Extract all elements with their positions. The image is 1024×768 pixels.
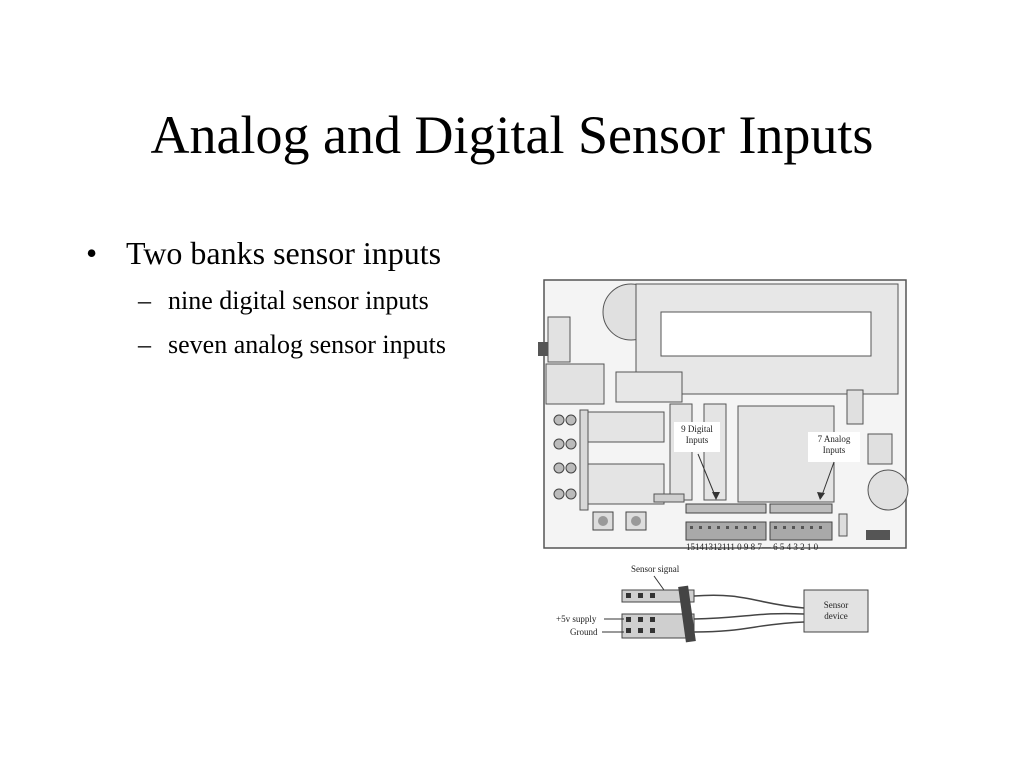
lcd-window <box>660 311 872 357</box>
push-button-2-cap <box>631 516 641 526</box>
left-block-lower <box>545 363 605 405</box>
digital-header-top <box>685 503 767 514</box>
sub-bullet-item: – seven analog sensor inputs <box>86 326 466 364</box>
bullet-text: Two banks sensor inputs <box>126 235 442 271</box>
chip-2 <box>587 463 665 505</box>
right-part <box>846 389 864 425</box>
left-strip <box>579 409 589 511</box>
led-column <box>553 414 577 500</box>
right-part-2 <box>867 433 893 465</box>
chip-1 <box>587 411 665 443</box>
analog-header-top <box>769 503 833 514</box>
sensor-device <box>803 589 869 633</box>
analog-label-line2: Inputs <box>823 445 846 455</box>
sensor-plug <box>678 585 696 643</box>
power-header <box>621 613 695 639</box>
bullet-dot: • <box>86 235 98 271</box>
signal-wire <box>693 594 805 609</box>
board-diagram-svg: 9 Digital Inputs 7 Analog Inputs 1514131… <box>538 279 909 643</box>
analog-header <box>769 521 833 541</box>
sub-bullet-dash: – <box>138 330 151 359</box>
power-connector <box>538 342 550 356</box>
left-block <box>547 316 571 363</box>
sensor-signal-label: Sensor signal <box>631 564 680 574</box>
lower-pins <box>626 593 655 633</box>
analog-arrow-head <box>817 492 825 500</box>
bullet-item: • Two banks sensor inputs <box>86 230 466 276</box>
digital-label-line2: Inputs <box>686 435 709 445</box>
ground-label: Ground <box>570 627 598 637</box>
sub-bullet-text: seven analog sensor inputs <box>168 330 447 359</box>
sub-bullet-dash: – <box>138 286 151 315</box>
sensor-signal-leader <box>653 575 665 591</box>
analog-label-line1: 7 Analog <box>818 434 851 444</box>
right-small-connector <box>838 513 848 537</box>
sub-bullet-text: nine digital sensor inputs <box>168 286 429 315</box>
analog-label-box <box>808 432 860 462</box>
digital-arrow <box>697 453 717 499</box>
analog-arrow <box>820 461 835 499</box>
sensor-device-line1: Sensor <box>824 600 849 610</box>
sensor-device-line2: device <box>824 611 847 621</box>
digital-header <box>685 521 767 541</box>
digital-label-box <box>674 422 720 452</box>
supply-wire <box>693 612 805 620</box>
corner-connector <box>866 530 890 540</box>
bullet-list: • Two banks sensor inputs – nine digital… <box>86 230 466 370</box>
digital-label-line1: 9 Digital <box>681 424 713 434</box>
supply-label: +5v supply <box>556 614 597 624</box>
digital-arrow-head <box>712 492 720 500</box>
right-circle <box>867 469 909 511</box>
ground-wire <box>693 621 805 633</box>
header-pins <box>690 526 822 529</box>
pin-numbers: 15141312111 0 9 8 7— 6 5 4 3 2 1 0 <box>686 542 819 552</box>
chip-base <box>653 493 685 503</box>
chip-slot <box>615 371 683 403</box>
slide-title: Analog and Digital Sensor Inputs <box>150 105 874 165</box>
sub-bullet-list: – nine digital sensor inputs – seven ana… <box>86 282 466 364</box>
sub-bullet-item: – nine digital sensor inputs <box>86 282 466 320</box>
board-diagram: 9 Digital Inputs 7 Analog Inputs 1514131… <box>536 272 926 652</box>
push-button-1-cap <box>598 516 608 526</box>
